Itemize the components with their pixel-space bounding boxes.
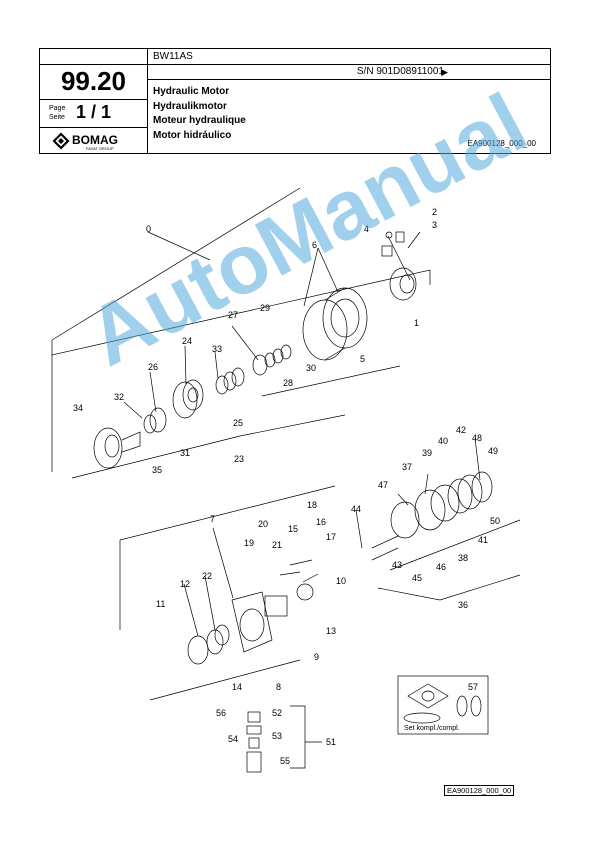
part-label: 46 <box>436 562 446 572</box>
part-label: 4 <box>364 224 369 234</box>
part-label: 37 <box>402 462 412 472</box>
title-es: Motor hidráulico <box>153 129 232 141</box>
title-en: Hydraulic Motor <box>153 86 230 97</box>
serial-number: S/N 901D08911001 <box>356 66 444 77</box>
bomag-logo: BOMAG FAYAT GROUP <box>52 132 118 151</box>
page-label: Page Seite <box>49 104 65 122</box>
part-label: 43 <box>392 560 402 570</box>
part-label: 26 <box>148 362 158 372</box>
page-label-de: Seite <box>49 114 65 121</box>
part-label: 7 <box>210 514 215 524</box>
part-label: 31 <box>180 448 190 458</box>
part-label: 24 <box>182 336 192 346</box>
divider <box>147 79 550 80</box>
page-label-en: Page <box>49 105 66 112</box>
part-label: 28 <box>283 378 293 388</box>
title-de: Hydraulikmotor <box>153 100 227 112</box>
part-label: 12 <box>180 579 190 589</box>
part-label: 3 <box>432 220 437 230</box>
section-number: 99.20 <box>60 66 127 96</box>
part-label: 0 <box>146 224 151 234</box>
part-label: 34 <box>73 403 83 413</box>
part-label: 27 <box>228 310 238 320</box>
brand-name: BOMAG <box>72 133 118 147</box>
part-label: 20 <box>258 519 268 529</box>
part-label: 19 <box>244 538 254 548</box>
part-label: 11 <box>156 599 165 609</box>
part-label: 47 <box>378 480 388 490</box>
part-label: 29 <box>260 303 270 313</box>
part-label: 25 <box>233 418 243 428</box>
part-label: 42 <box>456 425 466 435</box>
part-label: 53 <box>272 731 282 741</box>
part-label: 9 <box>314 652 319 662</box>
brand-sub: FAYAT GROUP <box>86 146 114 151</box>
part-label: 16 <box>316 517 326 527</box>
divider <box>40 99 147 100</box>
part-label: 44 <box>351 504 361 514</box>
drawing-code: EA900128_000_00 <box>467 139 536 148</box>
part-label: 51 <box>326 737 336 747</box>
divider <box>40 127 147 128</box>
part-label: 49 <box>488 446 498 456</box>
part-label: 30 <box>306 363 316 373</box>
part-label: 6 <box>312 240 317 250</box>
part-label: 21 <box>272 540 282 550</box>
divider <box>147 49 148 153</box>
part-label: 41 <box>478 535 488 545</box>
part-label: 8 <box>276 682 281 692</box>
part-label: 15 <box>288 524 298 534</box>
part-label: 39 <box>422 448 432 458</box>
model-name: BW11AS <box>153 51 193 62</box>
drawing-code-bottom: EA900128_000_00 <box>444 785 515 796</box>
part-label: 33 <box>212 344 222 354</box>
part-label: 38 <box>458 553 468 563</box>
bomag-logo-icon <box>52 132 70 150</box>
kit-label: Set kompl./compl. <box>404 725 460 732</box>
part-label: 32 <box>114 392 124 402</box>
title-fr: Moteur hydraulique <box>153 115 246 126</box>
arrow-right-icon: ▶ <box>441 67 448 77</box>
part-label: 22 <box>202 571 212 581</box>
part-label: 36 <box>458 600 468 610</box>
part-label: 13 <box>326 626 336 636</box>
part-label: 17 <box>326 532 336 542</box>
part-label: 52 <box>272 708 282 718</box>
part-label: 23 <box>234 454 244 464</box>
part-label: 57 <box>468 682 478 692</box>
part-label: 54 <box>228 734 238 744</box>
part-label: 14 <box>232 682 242 692</box>
title-block: BW11AS S/N 901D08911001 ▶ 99.20 Page Sei… <box>39 48 551 154</box>
part-label: 10 <box>336 576 346 586</box>
part-label: 50 <box>490 516 500 526</box>
part-label: 55 <box>280 756 290 766</box>
part-labels: 0123456789101112131415161718192021222324… <box>73 207 500 766</box>
divider <box>147 64 550 65</box>
part-label: 1 <box>414 318 419 328</box>
part-label: 56 <box>216 708 226 718</box>
part-label: 18 <box>307 500 317 510</box>
part-label: 40 <box>438 436 448 446</box>
part-label: 35 <box>152 465 162 475</box>
divider <box>40 64 147 65</box>
part-label: 2 <box>432 207 437 217</box>
title-list: Hydraulic Motor Hydraulikmotor Moteur hy… <box>153 85 246 143</box>
part-label: 5 <box>360 354 365 364</box>
part-label: 48 <box>472 433 482 443</box>
part-label: 45 <box>412 573 422 583</box>
page-value: 1 / 1 <box>76 102 112 122</box>
